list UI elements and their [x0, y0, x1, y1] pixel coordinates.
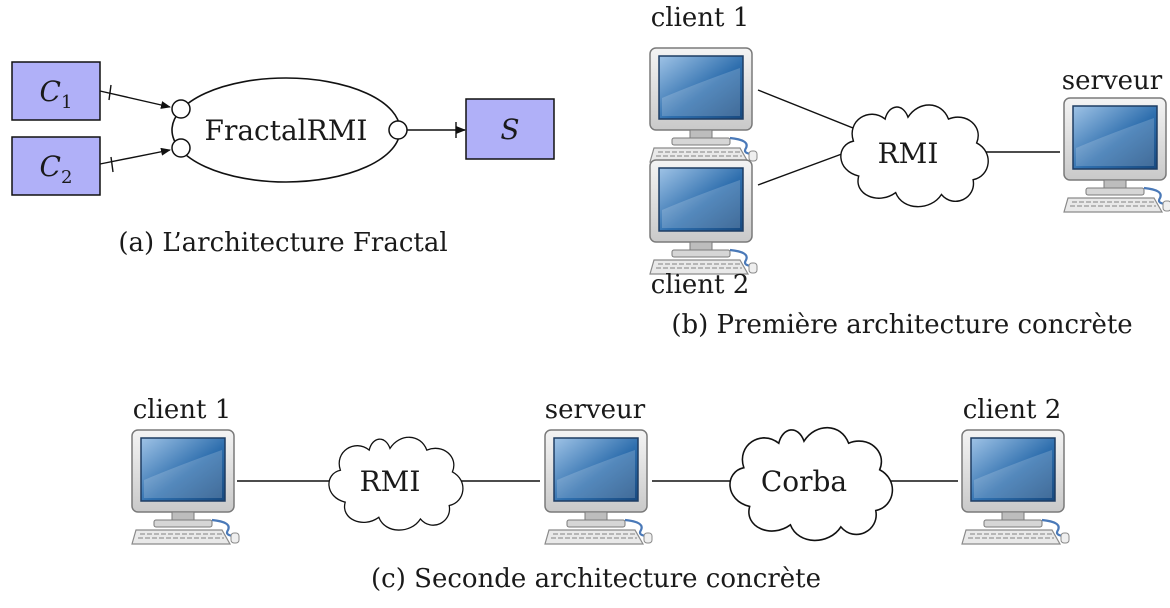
rmi-cloud-label: RMI: [360, 465, 421, 498]
component-c2-label: C2: [40, 150, 73, 188]
client1-label: client 1: [133, 395, 232, 425]
server-computer-icon: [543, 428, 654, 546]
client2-computer-icon: [960, 428, 1071, 546]
component-c1-label: C1: [40, 75, 73, 113]
binding-c1: [99, 90, 171, 109]
server-computer-icon: [1062, 96, 1170, 214]
input-port-1: [171, 99, 191, 119]
server-label: serveur: [1062, 66, 1163, 96]
caption-a: (a) L’architecture Fractal: [118, 228, 447, 258]
component-s-label: S: [500, 113, 519, 146]
link-client1-rmi: [757, 89, 859, 131]
client1-computer-icon: [130, 428, 241, 546]
client2-label: client 2: [963, 395, 1062, 425]
binding-c1-tick: [108, 84, 112, 101]
output-port: [388, 120, 408, 140]
server-label: serveur: [545, 395, 646, 425]
rmi-cloud-label: RMI: [878, 137, 939, 170]
client1-label: client 1: [651, 3, 750, 33]
binding-c2: [99, 147, 171, 165]
first-architecture: RMI client 1 client 2 serveur (b) Premiè…: [648, 3, 1170, 340]
component-c2: [11, 136, 101, 196]
binding-c2-tick: [110, 156, 114, 173]
component-s: [465, 98, 555, 160]
fractal-architecture: FractalRMI C1 C2 S (a) L’architecture Fr…: [11, 61, 555, 258]
component-c1: [11, 61, 101, 121]
client2-computer-icon: [648, 158, 759, 276]
corba-cloud-label: Corba: [761, 465, 847, 498]
caption-c: (c) Seconde architecture concrète: [371, 564, 821, 594]
fractal-connector-label: FractalRMI: [205, 114, 368, 147]
caption-b: (b) Première architecture concrète: [671, 310, 1132, 340]
client2-label: client 2: [651, 270, 750, 300]
second-architecture: RMI Corba client 1 serveur client 2 (c) …: [130, 395, 1071, 594]
input-port-2: [171, 138, 191, 158]
client1-computer-icon: [648, 46, 759, 164]
